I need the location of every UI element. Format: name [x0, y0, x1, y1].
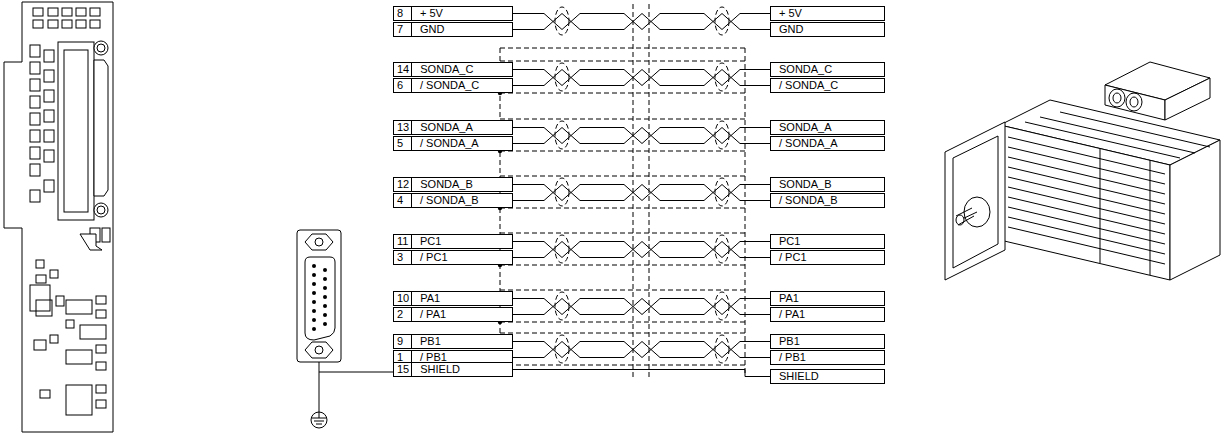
signal-box: + 5V	[770, 6, 885, 21]
signal-name: SONDA_C	[412, 63, 477, 76]
cable-shield	[500, 4, 745, 380]
signal-name: / PA1	[412, 308, 450, 321]
signal-name: SONDA_A	[412, 121, 477, 134]
pin-number: 3	[394, 251, 412, 264]
signal-box: / SONDA_A	[770, 136, 885, 151]
signal-box: / SONDA_B	[770, 193, 885, 208]
twisted-wire	[513, 299, 770, 315]
pin-box: 4/ SONDA_B	[393, 193, 513, 208]
signal-name: / PC1	[771, 251, 811, 264]
pin-box: 9PB1	[393, 334, 513, 349]
signal-name: PA1	[412, 292, 444, 305]
pin-number: 11	[394, 235, 412, 248]
signal-name: SONDA_B	[771, 178, 836, 191]
signal-name: PB1	[412, 335, 445, 348]
signal-name: PC1	[771, 235, 804, 248]
pin-number: 12	[394, 178, 412, 191]
pin-box: 6/ SONDA_C	[393, 78, 513, 93]
signal-box: PB1	[770, 334, 885, 349]
signal-name: PC1	[412, 235, 445, 248]
signal-box: SONDA_C	[770, 62, 885, 77]
signal-box: / PB1	[770, 350, 885, 365]
twisted-wire	[513, 342, 770, 358]
signal-name: SHIELD	[771, 370, 823, 383]
signal-box: / PA1	[770, 307, 885, 322]
twisted-wire	[513, 185, 770, 201]
pin-number: 6	[394, 79, 412, 92]
signal-name: / SONDA_B	[412, 194, 483, 207]
twisted-wire	[513, 242, 770, 258]
signal-name: SONDA_C	[771, 63, 836, 76]
pin-box: 10PA1	[393, 291, 513, 306]
signal-name: / SONDA_C	[771, 79, 842, 92]
pin-number: 8	[394, 7, 412, 20]
pin-number: 9	[394, 335, 412, 348]
pin-number: 14	[394, 63, 412, 76]
pin-number: 7	[394, 23, 412, 36]
signal-name: / PC1	[412, 251, 452, 264]
signal-name: + 5V	[771, 7, 806, 20]
signal-box: SONDA_B	[770, 177, 885, 192]
signal-name: / SONDA_A	[771, 137, 842, 150]
twisted-wire	[513, 70, 770, 86]
signal-name: GND	[412, 23, 448, 36]
signal-name: SONDA_A	[771, 121, 836, 134]
signal-name: / PB1	[771, 351, 810, 364]
signal-name: GND	[771, 23, 807, 36]
pin-box: 8+ 5V	[393, 6, 513, 21]
signal-name: + 5V	[412, 7, 447, 20]
pin-box: 7GND	[393, 22, 513, 37]
signal-name: SONDA_B	[412, 178, 477, 191]
signal-name: / SONDA_A	[412, 137, 483, 150]
pin-box: 11PC1	[393, 234, 513, 249]
pin-box: 13SONDA_A	[393, 120, 513, 135]
pin-number: 15	[394, 363, 412, 376]
twisted-wire	[513, 299, 770, 315]
encoder-board	[4, 2, 113, 432]
db15-connector	[297, 230, 393, 428]
pin-box: 12SONDA_B	[393, 177, 513, 192]
signal-name: / PA1	[771, 308, 809, 321]
pin-box: 2/ PA1	[393, 307, 513, 322]
servo-motor	[945, 62, 1220, 280]
twisted-wire	[513, 14, 770, 30]
pin-box: 5/ SONDA_A	[393, 136, 513, 151]
pin-number: 13	[394, 121, 412, 134]
signal-name: / SONDA_B	[771, 194, 842, 207]
signal-name: / SONDA_C	[412, 79, 483, 92]
signal-box: SHIELD	[770, 369, 885, 384]
pin-number: 4	[394, 194, 412, 207]
twisted-wire	[513, 128, 770, 144]
signal-name: SHIELD	[412, 363, 464, 376]
signal-box: / SONDA_C	[770, 78, 885, 93]
signal-box: PA1	[770, 291, 885, 306]
signal-box: PC1	[770, 234, 885, 249]
signal-name: PB1	[771, 335, 804, 348]
twisted-wire	[513, 128, 770, 144]
pin-box: 15SHIELD	[393, 362, 513, 377]
twisted-wire	[513, 342, 770, 358]
signal-box: SONDA_A	[770, 120, 885, 135]
twisted-wire	[513, 70, 770, 86]
signal-name: PA1	[771, 292, 803, 305]
pin-box: 3/ PC1	[393, 250, 513, 265]
pin-box: 14SONDA_C	[393, 62, 513, 77]
signal-box: / PC1	[770, 250, 885, 265]
twisted-wire	[513, 185, 770, 201]
twisted-wire	[513, 14, 770, 30]
signal-box: GND	[770, 22, 885, 37]
shield-wire	[513, 370, 770, 377]
pin-number: 5	[394, 137, 412, 150]
pin-number: 2	[394, 308, 412, 321]
twisted-wire	[513, 242, 770, 258]
pin-number: 10	[394, 292, 412, 305]
